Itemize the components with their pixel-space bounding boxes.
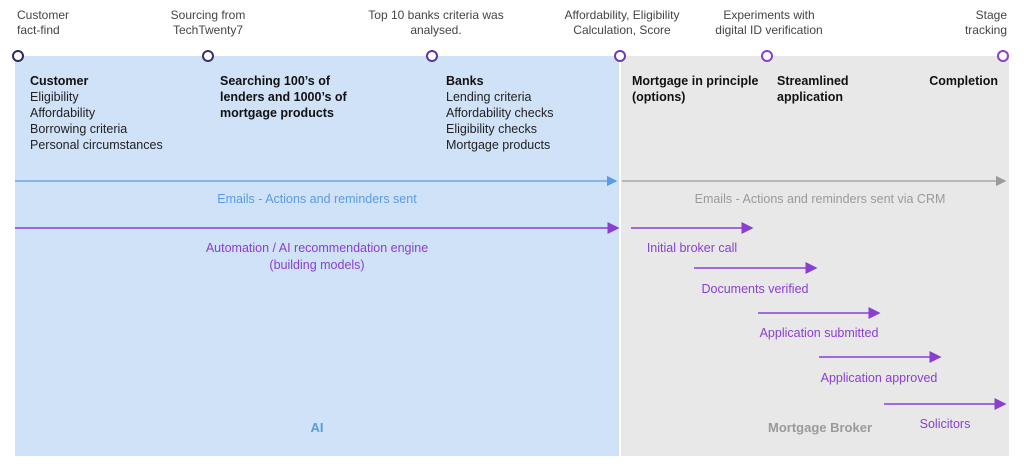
- ai-panel: [15, 56, 619, 456]
- emails-ai-text: Emails - Actions and reminders sent: [217, 192, 417, 206]
- mortgage-broker-panel-title: Mortgage Broker: [767, 420, 873, 435]
- stage-node-3: [426, 50, 438, 62]
- ai-panel-title: AI: [310, 420, 324, 435]
- searching-title: Searching 100’s of lenders and 1000’s of…: [220, 74, 347, 120]
- step-solicitors: Solicitors: [919, 417, 971, 431]
- customer-item-eligibility: Eligibility: [30, 90, 79, 104]
- banks-item-mortgage-products: Mortgage products: [446, 138, 551, 152]
- streamlined-application-title: Streamlined application: [777, 74, 849, 104]
- customer-item-borrowing-criteria: Borrowing criteria: [30, 122, 128, 136]
- stage-node-2: [202, 50, 214, 62]
- customer-item-affordability: Affordability: [30, 106, 96, 120]
- stage-label-1: Customer fact-find: [17, 8, 70, 37]
- banks-item-lending-criteria: Lending criteria: [446, 90, 532, 104]
- step-documents-verified: Documents verified: [701, 282, 809, 296]
- automation-text: Automation / AI recommendation engine (b…: [205, 241, 429, 272]
- customer-item-personal-circumstances: Personal circumstances: [30, 138, 163, 152]
- stage-label-3: Top 10 banks criteria was analysed.: [368, 8, 504, 37]
- banks-item-eligibility-checks: Eligibility checks: [446, 122, 538, 136]
- completion-title: Completion: [929, 74, 998, 88]
- banks-title: Banks: [446, 74, 484, 88]
- stage-node-1: [12, 50, 24, 62]
- stage-node-5: [761, 50, 773, 62]
- customer-column: Customer Eligibility Affordability Borro…: [30, 73, 163, 153]
- banks-column: Banks Lending criteria Affordability che…: [446, 73, 553, 153]
- mortgage-in-principle-title: Mortgage in principle (options): [632, 74, 759, 104]
- stage-label-4: Affordability, Eligibility Calculation, …: [564, 8, 680, 37]
- stage-label-5: Experiments with digital ID verification: [715, 8, 823, 37]
- customer-title: Customer: [30, 74, 89, 88]
- stage-node-4: [614, 50, 626, 62]
- step-initial-broker-call: Initial broker call: [646, 241, 738, 255]
- stage-label-2: Sourcing from TechTwenty7: [170, 8, 246, 37]
- stage-node-6: [997, 50, 1009, 62]
- banks-item-affordability-checks: Affordability checks: [446, 106, 554, 120]
- step-application-approved: Application approved: [820, 371, 938, 385]
- step-application-submitted: Application submitted: [759, 326, 879, 340]
- stage-label-6: Stage tracking: [964, 8, 1007, 37]
- mortgage-broker-panel: [621, 56, 1009, 456]
- emails-crm-text: Emails - Actions and reminders sent via …: [694, 192, 946, 206]
